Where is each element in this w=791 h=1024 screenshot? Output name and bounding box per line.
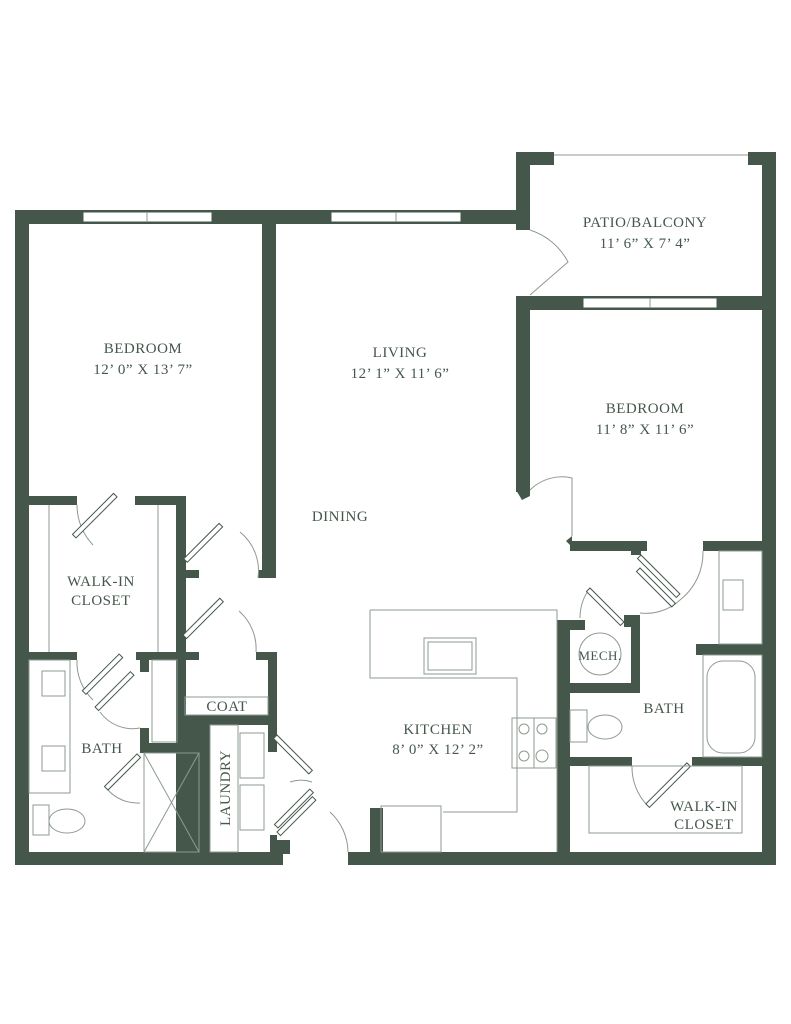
patio-dims: 11’ 6” X 7’ 4” [600,236,691,252]
bedroom2-name: BEDROOM [606,401,685,417]
closet2-line1: WALK-IN [670,799,738,815]
living-dims: 12’ 1” X 11’ 6” [351,366,450,382]
closet2-line2: CLOSET [674,817,734,833]
bedroom2-dims: 11’ 8” X 11’ 6” [596,422,694,438]
bedroom1-dims: 12’ 0” X 13’ 7” [93,362,192,378]
bath1-name: BATH [81,741,122,757]
kitchen-dims: 8’ 0” X 12’ 2” [392,742,483,758]
walls [15,152,776,865]
room-labels: BEDROOM 12’ 0” X 13’ 7” LIVING 12’ 1” X … [67,215,738,833]
living-name: LIVING [373,345,428,361]
bath2-name: BATH [643,701,684,717]
doors [71,229,704,853]
closet1-line2: CLOSET [71,593,131,609]
mech-name: MECH. [578,648,621,663]
coat-name: COAT [206,699,247,715]
kitchen-name: KITCHEN [403,722,472,738]
windows [82,154,748,309]
closet1-line1: WALK-IN [67,574,135,590]
laundry-name: LAUNDRY [218,750,234,826]
patio-name: PATIO/BALCONY [583,215,707,231]
dining-name: DINING [312,509,368,525]
bedroom1-name: BEDROOM [104,341,183,357]
fixtures [28,505,763,853]
